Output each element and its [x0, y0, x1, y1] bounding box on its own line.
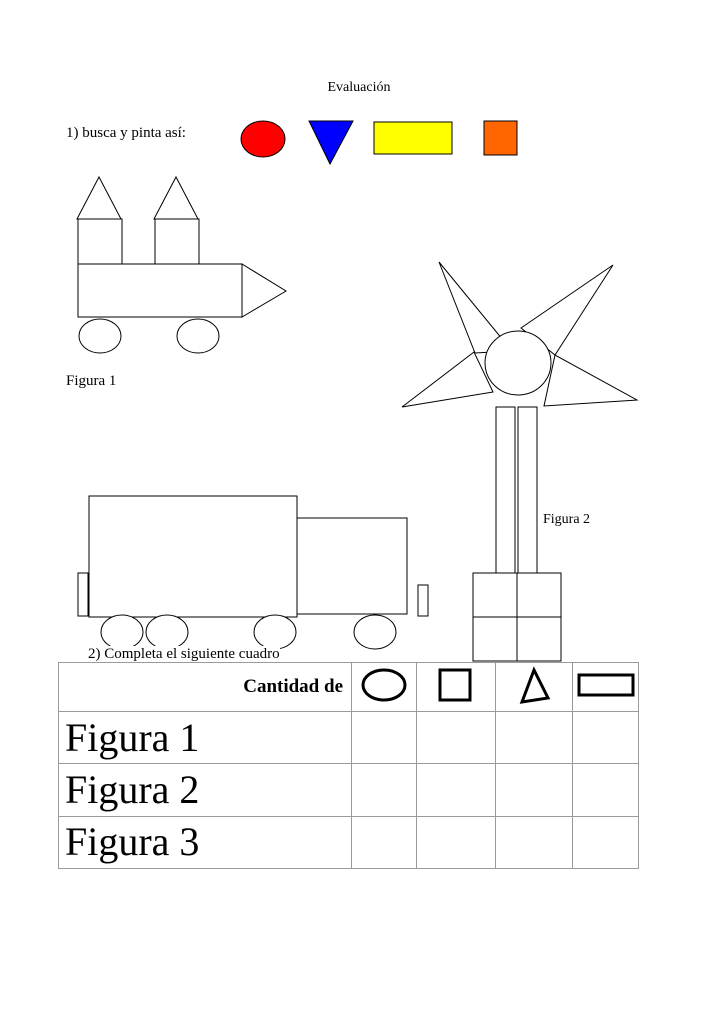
train-chimney-right [155, 219, 199, 264]
train-roof-triangle-right [154, 177, 198, 219]
flower-center-circle [485, 331, 551, 395]
count-table: Cantidad de Figura 1 Figura [58, 662, 639, 870]
triangle-column-header [495, 662, 573, 712]
train-chimney-left [78, 219, 122, 264]
table-header-row: Cantidad de [58, 662, 639, 712]
square-column-header [416, 662, 496, 712]
count-cell[interactable] [416, 815, 496, 870]
table-row: Figura 2 [58, 763, 639, 817]
flower-pot-square-4 [517, 617, 561, 661]
table-row: Figura 1 [58, 710, 639, 765]
figure-2-flower [402, 262, 637, 661]
table-header-label: Cantidad de [58, 662, 352, 712]
count-cell[interactable] [495, 710, 573, 765]
flower-stem-left [496, 407, 515, 573]
square-icon [438, 668, 472, 701]
truck-cargo-box [89, 496, 297, 617]
count-cell[interactable] [351, 815, 417, 870]
truck-wheel-3 [254, 615, 296, 649]
rectangle-column-header [572, 662, 639, 712]
flower-pot-square-3 [473, 617, 517, 661]
flower-stem-right [518, 407, 537, 573]
truck-wheel-4 [354, 615, 396, 649]
row-label-figura-2: Figura 2 [58, 763, 352, 817]
flower-pot-square-2 [517, 573, 561, 617]
count-cell[interactable] [416, 710, 496, 765]
red-circle-sample [241, 121, 285, 157]
train-body [78, 264, 242, 317]
figure-3-truck [78, 496, 428, 649]
rectangle-icon [577, 673, 634, 696]
table-row: Figura 3 [58, 815, 639, 870]
yellow-rectangle-sample [374, 122, 452, 154]
truck-cabin [296, 518, 407, 614]
train-wheel-left [79, 319, 121, 353]
train-wheel-right [177, 319, 219, 353]
circle-icon [361, 668, 407, 701]
row-label-figura-3: Figura 3 [58, 815, 352, 870]
flower-petal-bottom-left [402, 352, 493, 407]
count-cell[interactable] [572, 763, 639, 817]
circle-column-header [351, 662, 417, 712]
count-cell[interactable] [572, 710, 639, 765]
flower-pot-square-1 [473, 573, 517, 617]
train-roof-triangle-left [77, 177, 121, 219]
instruction-1: 1) busca y pinta así: [66, 125, 186, 141]
figure-1-train [77, 177, 286, 353]
figure-1-caption: Figura 1 [66, 373, 117, 389]
count-cell[interactable] [495, 763, 573, 817]
flower-petal-bottom-right [544, 355, 637, 406]
instruction-2: 2) Completa el siguiente cuadro [88, 646, 280, 663]
page-title: Evaluación [327, 80, 391, 95]
figure-2-caption: Figura 2 [543, 512, 591, 527]
orange-square-sample [484, 121, 517, 155]
truck-wheel-2 [146, 615, 188, 649]
count-cell[interactable] [351, 763, 417, 817]
row-label-figura-1: Figura 1 [58, 710, 352, 765]
blue-triangle-sample [309, 121, 353, 164]
count-cell[interactable] [495, 815, 573, 870]
truck-bumper-rear [78, 573, 88, 616]
count-cell[interactable] [572, 815, 639, 870]
truck-wheel-1 [101, 615, 143, 649]
count-cell[interactable] [351, 710, 417, 765]
count-cell[interactable] [416, 763, 496, 817]
train-nose-triangle [242, 264, 286, 317]
triangle-icon [519, 665, 551, 704]
truck-bumper-front [418, 585, 428, 616]
